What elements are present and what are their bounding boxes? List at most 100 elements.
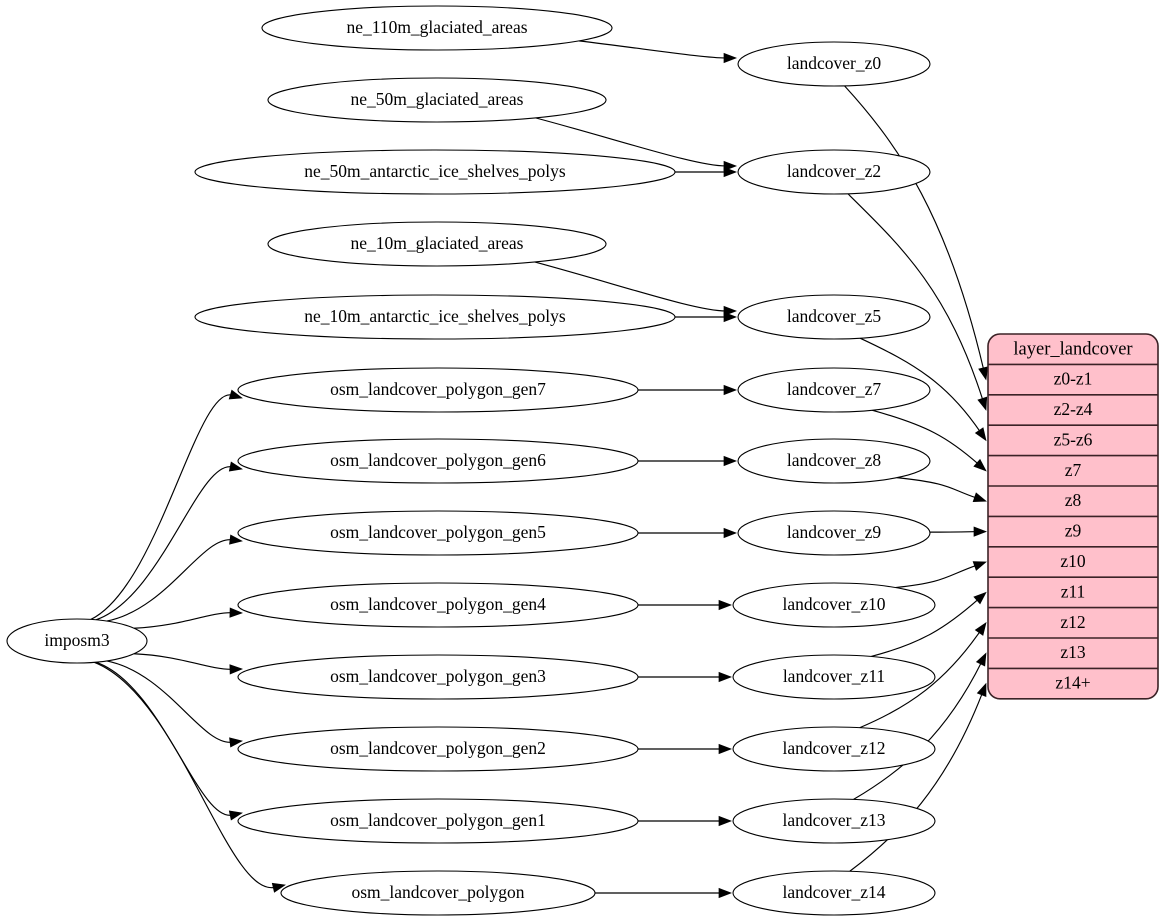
- table-row-z10[interactable]: z10: [1060, 551, 1086, 571]
- edge-path: [106, 660, 233, 743]
- node-shape: [237, 367, 639, 413]
- edge-path: [134, 612, 233, 629]
- node-label: osm_landcover_polygon_gen6: [330, 450, 546, 470]
- edge-landcover_z14-to-table-row-10: [849, 682, 987, 872]
- table-row-z9[interactable]: z9: [1065, 521, 1082, 541]
- node-shape: [737, 41, 931, 87]
- node-label: landcover_z8: [787, 450, 882, 470]
- node-osm_landcover_polygon_gen3[interactable]: osm_landcover_polygon_gen3: [237, 654, 639, 700]
- edge-arrowhead: [271, 882, 286, 893]
- node-osm_landcover_polygon_gen6[interactable]: osm_landcover_polygon_gen6: [237, 438, 639, 484]
- edge-arrowhead: [718, 887, 732, 899]
- node-osm_landcover_polygon_gen5[interactable]: osm_landcover_polygon_gen5: [237, 510, 639, 556]
- node-landcover_z13[interactable]: landcover_z13: [732, 798, 936, 844]
- edge-landcover_z12-to-table-row-8: [859, 621, 987, 729]
- node-shape: [237, 438, 639, 484]
- edge-path: [134, 653, 233, 670]
- edge-landcover_z7-to-table-row-3: [871, 409, 987, 472]
- edge-imposm3-to-osm_landcover_polygon_gen4: [134, 607, 243, 629]
- edge-path: [106, 539, 233, 622]
- edge-arrowhead: [229, 607, 243, 618]
- edge-path: [896, 477, 977, 499]
- node-label: landcover_z13: [782, 810, 885, 830]
- table-row-z0-z1[interactable]: z0-z1: [1054, 369, 1093, 389]
- node-shape: [237, 510, 639, 556]
- table-row-z12[interactable]: z12: [1060, 612, 1085, 632]
- edge-osm_landcover_polygon_gen3-to-landcover_z11: [638, 671, 732, 683]
- node-label: ne_10m_glaciated_areas: [351, 233, 524, 253]
- node-osm_landcover_polygon_gen4[interactable]: osm_landcover_polygon_gen4: [237, 582, 639, 628]
- edge-path: [859, 630, 981, 729]
- node-landcover_z2[interactable]: landcover_z2: [737, 149, 931, 195]
- edge-imposm3-to-osm_landcover_polygon_gen2: [106, 660, 243, 748]
- node-landcover_z5[interactable]: landcover_z5: [737, 294, 931, 340]
- edge-osm_landcover_polygon_gen7-to-landcover_z7: [638, 384, 737, 396]
- node-label: imposm3: [44, 630, 109, 650]
- node-shape: [237, 582, 639, 628]
- node-shape: [267, 221, 607, 267]
- node-shape: [732, 798, 936, 844]
- edge-arrowhead: [718, 671, 732, 683]
- edge-landcover_z0-to-table-row-0: [844, 85, 989, 381]
- node-label: osm_landcover_polygon_gen1: [330, 810, 546, 830]
- table-row-z2-z4[interactable]: z2-z4: [1054, 399, 1093, 419]
- node-ne_110m_glaciated_areas[interactable]: ne_110m_glaciated_areas: [261, 5, 613, 51]
- node-ne_10m_antarctic_ice_shelves_polys[interactable]: ne_10m_antarctic_ice_shelves_polys: [194, 294, 676, 340]
- node-landcover_z8[interactable]: landcover_z8: [737, 438, 931, 484]
- node-landcover_z10[interactable]: landcover_z10: [732, 582, 936, 628]
- table-row-z5-z6[interactable]: z5-z6: [1054, 429, 1093, 449]
- node-shape: [237, 654, 639, 700]
- node-label: osm_landcover_polygon: [351, 882, 524, 902]
- edge-osm_landcover_polygon_gen6-to-landcover_z8: [638, 455, 737, 467]
- edges-layer: [90, 40, 989, 899]
- node-osm_landcover_polygon_gen1[interactable]: osm_landcover_polygon_gen1: [237, 798, 639, 844]
- node-shape: [6, 618, 148, 664]
- node-landcover_z11[interactable]: landcover_z11: [732, 654, 936, 700]
- node-label: ne_50m_glaciated_areas: [351, 89, 524, 109]
- node-label: osm_landcover_polygon_gen5: [330, 522, 546, 542]
- edge-arrowhead: [723, 311, 737, 323]
- node-shape: [267, 77, 607, 123]
- edge-arrowhead: [723, 166, 737, 178]
- edge-arrowhead: [972, 492, 987, 503]
- edge-osm_landcover_polygon-to-landcover_z14: [594, 887, 732, 899]
- node-imposm3[interactable]: imposm3: [6, 618, 148, 664]
- table-row-z7[interactable]: z7: [1065, 460, 1082, 480]
- table-header-label: layer_landcover: [1013, 339, 1132, 359]
- node-landcover_z7[interactable]: landcover_z7: [737, 367, 931, 413]
- edge-arrowhead: [975, 652, 987, 667]
- edge-imposm3-to-osm_landcover_polygon_gen7: [90, 389, 243, 620]
- edge-path: [90, 394, 233, 620]
- edge-arrowhead: [229, 664, 243, 675]
- node-label: landcover_z0: [787, 53, 882, 73]
- edge-landcover_z2-to-table-row-1: [847, 193, 988, 411]
- table-row-z13[interactable]: z13: [1060, 642, 1086, 662]
- node-ne_10m_glaciated_areas[interactable]: ne_10m_glaciated_areas: [267, 221, 607, 267]
- table-row-z11[interactable]: z11: [1061, 581, 1086, 601]
- node-landcover_z9[interactable]: landcover_z9: [737, 510, 931, 556]
- node-landcover_z0[interactable]: landcover_z0: [737, 41, 931, 87]
- edge-arrowhead: [723, 52, 737, 64]
- node-ne_50m_glaciated_areas[interactable]: ne_50m_glaciated_areas: [267, 77, 607, 123]
- node-label: ne_50m_antarctic_ice_shelves_polys: [304, 161, 566, 181]
- edge-arrowhead: [229, 534, 243, 545]
- node-shape: [732, 654, 936, 700]
- node-osm_landcover_polygon[interactable]: osm_landcover_polygon: [280, 870, 596, 916]
- edge-landcover_z10-to-table-row-6: [895, 561, 987, 589]
- edge-path: [94, 661, 276, 888]
- node-label: landcover_z2: [787, 161, 881, 181]
- table-row-z8[interactable]: z8: [1065, 490, 1082, 510]
- node-ne_50m_antarctic_ice_shelves_polys[interactable]: ne_50m_antarctic_ice_shelves_polys: [194, 149, 676, 195]
- node-label: landcover_z14: [782, 882, 885, 902]
- node-landcover_z12[interactable]: landcover_z12: [732, 726, 936, 772]
- table-row-z14+[interactable]: z14+: [1055, 673, 1090, 693]
- edge-path: [844, 85, 985, 370]
- node-shape: [737, 438, 931, 484]
- edge-arrowhead: [977, 396, 988, 411]
- node-osm_landcover_polygon_gen2[interactable]: osm_landcover_polygon_gen2: [237, 726, 639, 772]
- node-osm_landcover_polygon_gen7[interactable]: osm_landcover_polygon_gen7: [237, 367, 639, 413]
- edge-arrowhead: [228, 389, 243, 400]
- edge-arrowhead: [229, 737, 243, 748]
- node-landcover_z14[interactable]: landcover_z14: [732, 870, 936, 916]
- edge-osm_landcover_polygon_gen5-to-landcover_z9: [638, 527, 737, 539]
